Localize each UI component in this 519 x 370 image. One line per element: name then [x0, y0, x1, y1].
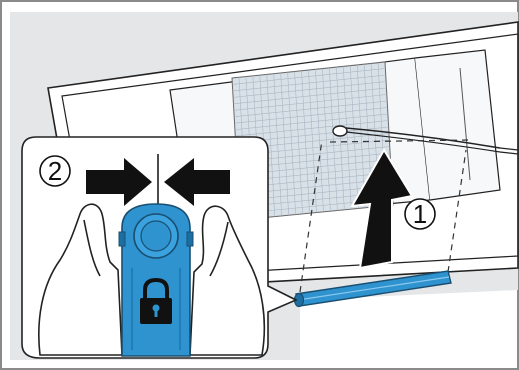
mesh-line	[234, 100, 388, 118]
hands	[38, 203, 266, 356]
mesh-line	[232, 68, 386, 85]
guide-lines	[299, 139, 471, 293]
mesh-line	[233, 94, 387, 111]
up-arrow	[350, 148, 414, 270]
step-1-badge: 1	[404, 198, 436, 230]
mesh-line	[233, 81, 387, 98]
filter-mesh	[231, 61, 394, 221]
mesh-line	[234, 107, 388, 124]
mesh-line	[232, 74, 386, 92]
mesh-line	[234, 113, 388, 130]
step-1-label: 1	[413, 199, 427, 229]
step-2-badge: 2	[39, 155, 71, 187]
mesh-line	[233, 87, 387, 105]
compress-arrows	[86, 154, 230, 210]
lock-icon	[140, 277, 172, 324]
seal-strip	[293, 270, 452, 308]
mesh-line	[235, 120, 389, 137]
step-2-label: 2	[48, 156, 62, 186]
